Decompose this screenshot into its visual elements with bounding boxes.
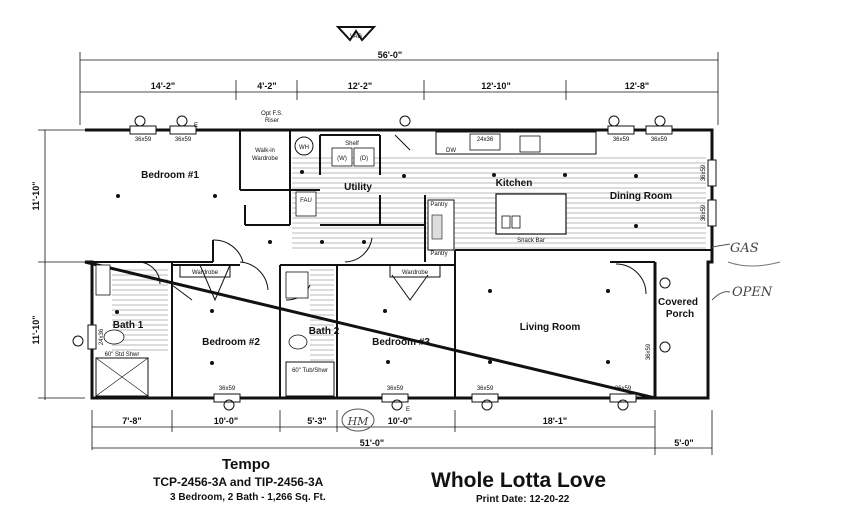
dim-left-lower: 11'-10" (31, 316, 41, 345)
dishwasher-label: DW (446, 148, 456, 154)
handwritten-annotations: GAS OPEN HM (341, 241, 781, 432)
dim-bottom-4: 10'-0" (388, 416, 412, 426)
dim-bottom-3: 5'-3" (307, 416, 326, 426)
window-bath1: 24x36 (99, 328, 105, 345)
washer-label: (W) (337, 156, 347, 162)
window-dining-side-a: 36x59 (701, 164, 707, 181)
window-dining-b: 36x59 (651, 137, 668, 143)
window-b2: 36x59 (219, 386, 236, 392)
bottom-dimensions: 7'-8" 10'-0" 5'-3" 10'-0" 18'-1" 51'-0" … (91, 410, 713, 455)
dim-top-4: 12'-10" (481, 81, 510, 91)
dim-overall: 56'-0" (378, 50, 402, 60)
doors (137, 134, 647, 302)
sink-size-label: 24x36 (477, 137, 494, 143)
snack-bar-label: Snack Bar (517, 238, 545, 244)
room-labels: Bedroom #1 Utility Kitchen Dining Room B… (113, 170, 698, 348)
utility-fixtures: WH (W) (D) Shelf FAU Opt F.S. Riser Walk… (252, 111, 375, 217)
walkin-line2: Wardrobe (252, 156, 279, 162)
window-b1-b: 36x59 (175, 137, 192, 143)
annotation-open: OPEN (732, 285, 773, 300)
e-marker-1: E (194, 123, 198, 129)
model-name: Tempo (222, 456, 271, 473)
shelf-label: Shelf (345, 141, 359, 147)
e-marker-2: E (406, 407, 410, 413)
interior-walls (85, 130, 712, 398)
riser-line2: Riser (265, 118, 279, 124)
dim-top-2: 4'-2" (257, 81, 276, 91)
dim-top-3: 12'-2" (348, 81, 372, 91)
room-bedroom1: Bedroom #1 (141, 170, 199, 181)
tub-label: 60" Tub/Shwr (292, 368, 328, 374)
model-codes: TCP-2456-3A and TIP-2456-3A (153, 475, 324, 489)
dim-bottom-total: 51'-0" (360, 438, 384, 448)
wardrobe-bedroom2-label: Wardrobe (192, 270, 219, 276)
shower-label: 60" Std Shwr (105, 352, 140, 358)
e-markers: E E (72, 115, 671, 413)
wardrobes: Wardrobe Wardrobe (179, 264, 441, 278)
fau-label: FAU (300, 198, 312, 204)
room-bedroom2: Bedroom #2 (202, 337, 260, 348)
window-labels: 36x59 36x59 36x59 36x59 36x59 36x59 36x5… (99, 137, 707, 392)
dim-bottom-1: 7'-8" (122, 416, 141, 426)
annotation-gas: GAS (730, 241, 759, 256)
room-living: Living Room (520, 322, 581, 333)
window-dining-side-b: 36x59 (701, 204, 707, 221)
dim-top-5: 12'-8" (625, 81, 649, 91)
floor-hatching (112, 157, 706, 361)
annotation-initials: HM (347, 415, 370, 428)
logo-text: VAG (350, 34, 363, 40)
room-porch-line1: Covered (658, 297, 698, 308)
dim-top-1: 14'-2" (151, 81, 175, 91)
wardrobe-bedroom3-label: Wardrobe (402, 270, 429, 276)
window-living-b: 36x59 (615, 386, 632, 392)
window-dining-a: 36x59 (613, 137, 630, 143)
home-specs: 3 Bedroom, 2 Bath - 1,266 Sq. Ft. (170, 492, 326, 503)
window-living-a: 36x59 (477, 386, 494, 392)
walkin-line1: Walk-in (255, 148, 275, 154)
room-porch-line2: Porch (666, 309, 694, 320)
top-dimensions: 56'-0" 14'-2" 4'-2" 12'-2" 12'-10" 12'-8… (79, 50, 719, 125)
brand-logo: VAG (335, 26, 377, 42)
room-utility: Utility (344, 182, 372, 193)
room-kitchen: Kitchen (496, 178, 533, 189)
dim-porch: 5'-0" (674, 438, 693, 448)
room-bath1: Bath 1 (113, 320, 144, 331)
window-b1-a: 36x59 (135, 137, 152, 143)
window-living-side: 36x59 (646, 343, 652, 360)
window-b3: 36x59 (387, 386, 404, 392)
dim-bottom-2: 10'-0" (214, 416, 238, 426)
dim-bottom-5: 18'-1" (543, 416, 567, 426)
ceiling-fixtures (115, 170, 638, 365)
room-bedroom3: Bedroom #3 (372, 337, 430, 348)
print-date: Print Date: 12-20-22 (476, 494, 570, 505)
pantry-top-label: Pantry (430, 202, 447, 208)
dim-left-upper: 11'-10" (31, 182, 41, 211)
room-dining: Dining Room (610, 191, 672, 202)
left-dimensions: 11'-10" 11'-10" (31, 129, 85, 400)
water-heater-label: WH (299, 145, 309, 151)
riser-line1: Opt F.S. (261, 111, 283, 117)
kitchen-fixtures: Snack Bar 24x36 DW Pantry Pantry (427, 131, 597, 257)
dryer-label: (D) (360, 156, 368, 162)
pantry-bottom-label: Pantry (430, 251, 447, 257)
plan-name: Whole Lotta Love (431, 469, 606, 492)
room-bath2: Bath 2 (309, 326, 340, 337)
bath-fixtures: 60" Std Shwr 60" Tub/Shwr (95, 264, 335, 397)
